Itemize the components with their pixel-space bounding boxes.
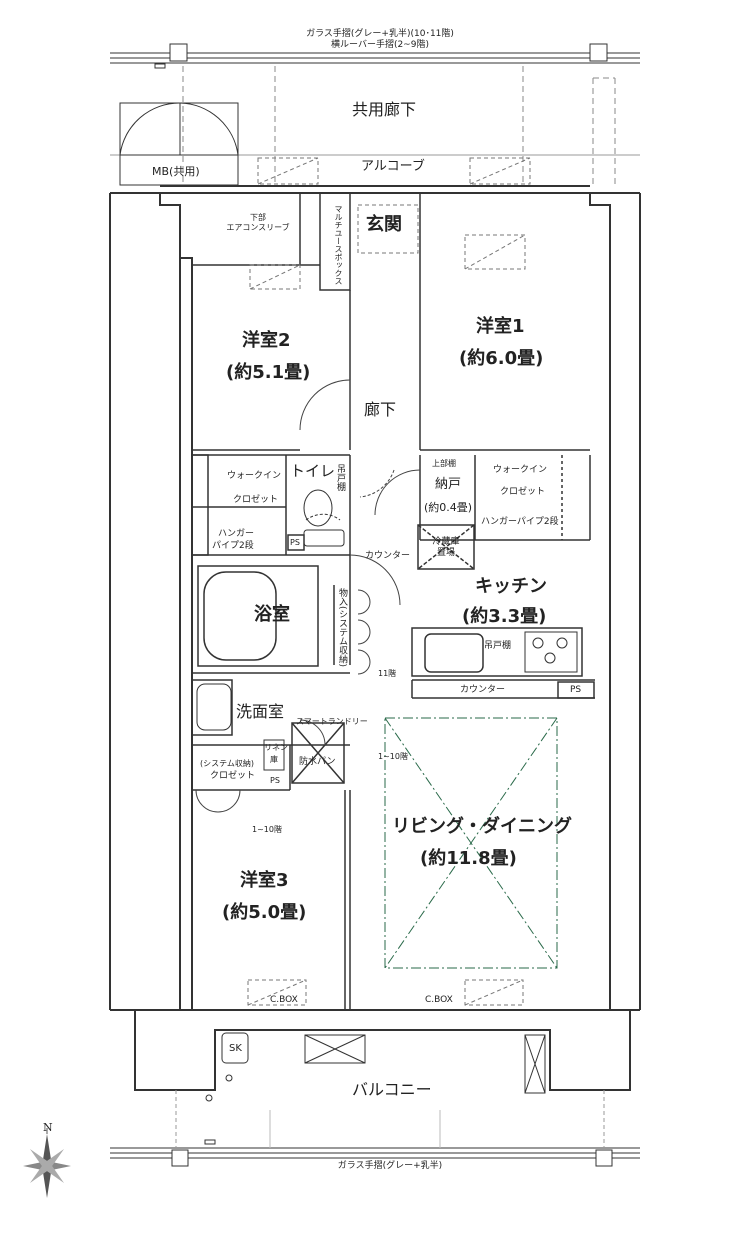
nando-label: 納戸 <box>435 477 462 492</box>
ps-kitchen-label: PS <box>570 685 582 695</box>
room2-name: 洋室2 <box>242 330 291 351</box>
counter-small-label: カウンター <box>365 551 411 561</box>
sleeve-label-2: エアコンスリーブ <box>226 223 290 232</box>
mb-label: MB(共用) <box>152 165 200 178</box>
kitchen-hanging-cabinet-label: 吊戸棚 <box>484 641 512 651</box>
kitchen-label: キッチン <box>475 576 547 597</box>
nando-size: (約0.4畳) <box>424 501 473 514</box>
floor-11-label: 11階 <box>378 669 397 678</box>
room3-size: (約5.0畳) <box>222 902 307 923</box>
ldk-label: リビング・ダイニング <box>392 816 572 837</box>
multi-use-box-label: マルチユースボックス <box>334 205 343 285</box>
upper-shelf-label: 上部棚 <box>432 459 456 468</box>
cooktop <box>524 631 578 673</box>
compass-north-label: N <box>43 1121 53 1134</box>
door-swings <box>195 379 421 813</box>
sk-label: SK <box>229 1043 242 1054</box>
smart-laundry-label: スマートランドリー <box>296 717 368 726</box>
cbox-right-label: C.BOX <box>425 995 453 1005</box>
compass-rose <box>23 1128 71 1198</box>
room2-size: (約5.1畳) <box>226 362 311 383</box>
top-railing <box>110 43 640 69</box>
wic-right-label-1: ウォークイン <box>493 465 548 475</box>
fridge-label-2: 置場 <box>436 548 456 558</box>
room3-name: 洋室3 <box>240 870 289 891</box>
floor-1-10-right-label: 1~10階 <box>378 752 408 761</box>
alcove-label: アルコーブ <box>361 159 425 174</box>
interior-walls <box>191 192 610 1011</box>
bottom-rail-label: ガラス手摺(グレー+乳半) <box>337 1161 443 1171</box>
wic-left-label-1: ウォークイン <box>227 471 282 481</box>
toilet-label: トイレ <box>290 462 336 480</box>
storage-vertical-label: 物入(システム収納) <box>337 588 347 668</box>
wash-basin <box>196 683 285 771</box>
closet-label: クロゼット <box>210 771 256 781</box>
genkan-label: 玄関 <box>366 214 402 235</box>
room1-size: (約6.0畳) <box>459 348 544 369</box>
wic-right-label-2: クロゼット <box>500 487 546 497</box>
counter-long-label: カウンター <box>460 685 506 695</box>
linen-label-1: リネン <box>264 743 288 752</box>
balcony-outline <box>110 1010 640 1167</box>
kitchen-size: (約3.3畳) <box>462 606 547 627</box>
linen-label-2: 庫 <box>270 755 278 764</box>
top-rail-label-1: ガラス手摺(グレー+乳半)(10･11階) <box>306 29 454 39</box>
common-corridor-label: 共用廊下 <box>352 100 417 119</box>
balcony-label: バルコニー <box>352 1080 432 1099</box>
ps-wash-label: PS <box>270 776 280 785</box>
bath-label: 浴室 <box>254 604 290 625</box>
top-rail-label-2: 横ルーバー手摺(2~9階) <box>331 40 429 50</box>
floor-1-10-left-label: 1~10階 <box>252 825 282 834</box>
system-storage-label: (システム収納) <box>200 759 255 768</box>
sleeve-label-1: 下部 <box>250 213 266 222</box>
outer-walls <box>109 185 641 1011</box>
fridge-label-1: 冷蔵庫 <box>432 537 460 547</box>
hallway-label: 廊下 <box>364 400 397 419</box>
wic-left-label-2: クロゼット <box>233 495 279 505</box>
toilet-hanging-cabinet-label: 吊戸棚 <box>335 464 345 491</box>
hanger-left-label-1: ハンガー <box>218 529 255 539</box>
cbox-left-label: C.BOX <box>270 995 298 1005</box>
room1-name: 洋室1 <box>476 316 525 337</box>
waterproof-pan-label: 防水パン <box>299 757 336 767</box>
ps-toilet-label: PS <box>290 538 300 547</box>
ldk-size: (約11.8畳) <box>420 848 517 869</box>
ldk-ceiling-marker <box>384 717 558 969</box>
hanger-left-label-2: パイプ2段 <box>212 541 254 551</box>
hanger-right-label: ハンガーパイプ2段 <box>481 517 559 527</box>
toilet-fixture <box>303 489 345 547</box>
washroom-label: 洗面室 <box>236 702 285 721</box>
dashed-boxes <box>247 157 531 1006</box>
